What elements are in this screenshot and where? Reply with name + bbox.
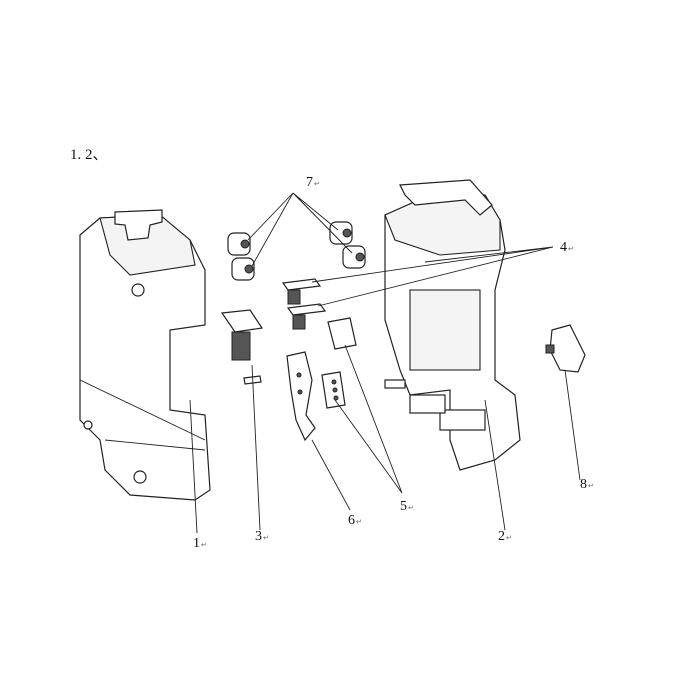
part-4-spring-plates [281,278,327,330]
callout-8: 8↵ [580,478,594,493]
callout-1-text: 1 [193,536,200,551]
part-7-rollers [227,221,366,281]
callout-5-text: 5 [400,499,407,514]
callout-4: 4↵ [560,241,574,256]
part-6-latch [286,351,316,442]
callout-6-text: 6 [348,513,355,528]
return-mark: ↵ [263,534,269,542]
diagram-title: 1. 2、 [70,147,108,163]
leader-lines [189,192,581,534]
return-mark: ↵ [408,504,414,512]
callout-6: 6↵ [348,514,362,529]
callout-3: 3↵ [255,530,269,545]
callout-5: 5↵ [400,500,414,515]
return-mark: ↵ [356,518,362,526]
part-8-knob [545,324,586,373]
callout-3-text: 3 [255,529,262,544]
callout-7: 7↵ [306,176,320,191]
return-mark: ↵ [201,541,207,549]
part-2-right-housing [384,179,521,471]
callout-7-text: 7 [306,175,313,190]
part-3-spring-screw [220,309,264,385]
return-mark: ↵ [314,180,320,188]
return-mark: ↵ [588,482,594,490]
return-mark: ↵ [568,245,574,253]
callout-2: 2↵ [498,530,512,545]
part-1-left-housing [79,209,211,501]
callout-2-text: 2 [498,529,505,544]
callout-4-text: 4 [560,240,567,255]
return-mark: ↵ [506,534,512,542]
callout-8-text: 8 [580,477,587,492]
callout-1: 1↵ [193,537,207,552]
part-5-blocks [321,317,357,409]
